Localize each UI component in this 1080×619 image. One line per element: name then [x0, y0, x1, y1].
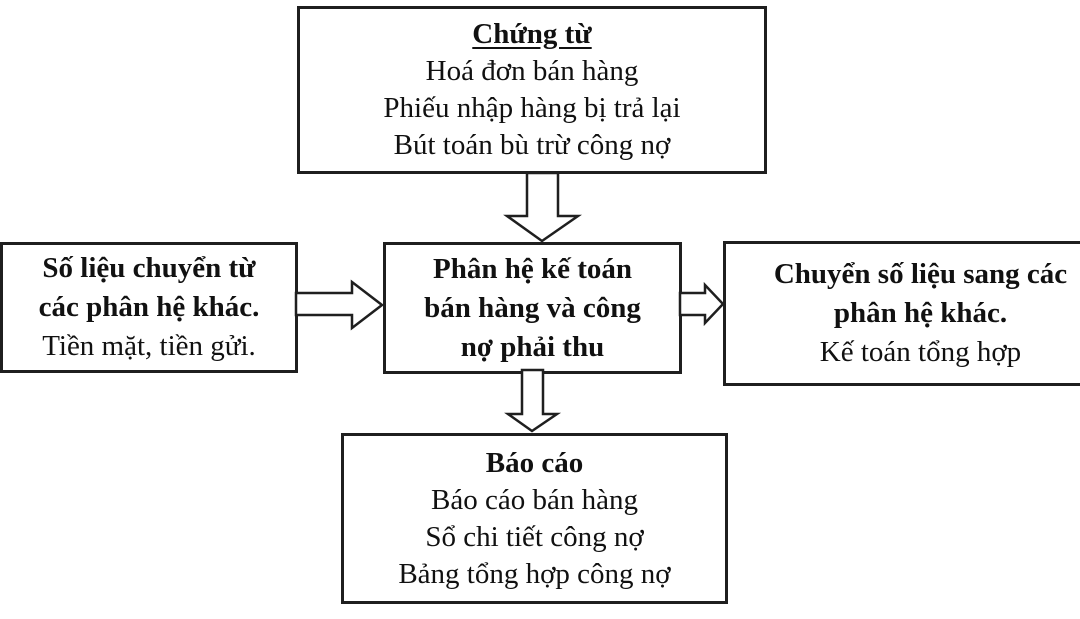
documents-line: Phiếu nhập hàng bị trả lại — [383, 92, 681, 124]
reports-line: Sổ chi tiết công nợ — [425, 520, 644, 553]
right-arrow-icon — [678, 281, 725, 327]
from-modules-line: các phân hệ khác. — [38, 291, 260, 323]
module-line: nợ phải thu — [460, 330, 605, 363]
module-line: Phân hệ kế toán — [432, 252, 632, 285]
module-line: bán hàng và công — [424, 291, 641, 324]
to-modules-line: phân hệ khác. — [833, 297, 1008, 329]
reports-line: Báo cáo bán hàng — [431, 483, 638, 516]
data-from-other-modules-box: Số liệu chuyển từ các phân hệ khác. Tiền… — [0, 242, 298, 373]
documents-title: Chứng từ — [472, 18, 592, 50]
from-modules-line: Tiền mặt, tiền gửi. — [42, 330, 256, 362]
reports-box: Báo cáo Báo cáo bán hàng Sổ chi tiết côn… — [341, 433, 728, 604]
to-modules-line: Chuyển số liệu sang các — [773, 258, 1068, 290]
right-arrow-icon — [294, 279, 385, 331]
transfer-to-other-modules-box: Chuyển số liệu sang các phân hệ khác. Kế… — [723, 241, 1080, 386]
documents-line: Hoá đơn bán hàng — [425, 55, 639, 87]
documents-line: Bút toán bù trừ công nợ — [393, 129, 671, 161]
down-arrow-icon — [500, 171, 582, 243]
from-modules-line: Số liệu chuyển từ — [42, 252, 256, 284]
reports-line: Bảng tổng hợp công nợ — [398, 557, 671, 590]
documents-box: Chứng từ Hoá đơn bán hàng Phiếu nhập hàn… — [297, 6, 767, 174]
down-arrow-icon — [503, 368, 565, 434]
sales-accounting-module-box: Phân hệ kế toán bán hàng và công nợ phải… — [383, 242, 682, 374]
to-modules-line: Kế toán tổng hợp — [819, 336, 1022, 368]
reports-title: Báo cáo — [485, 446, 584, 479]
